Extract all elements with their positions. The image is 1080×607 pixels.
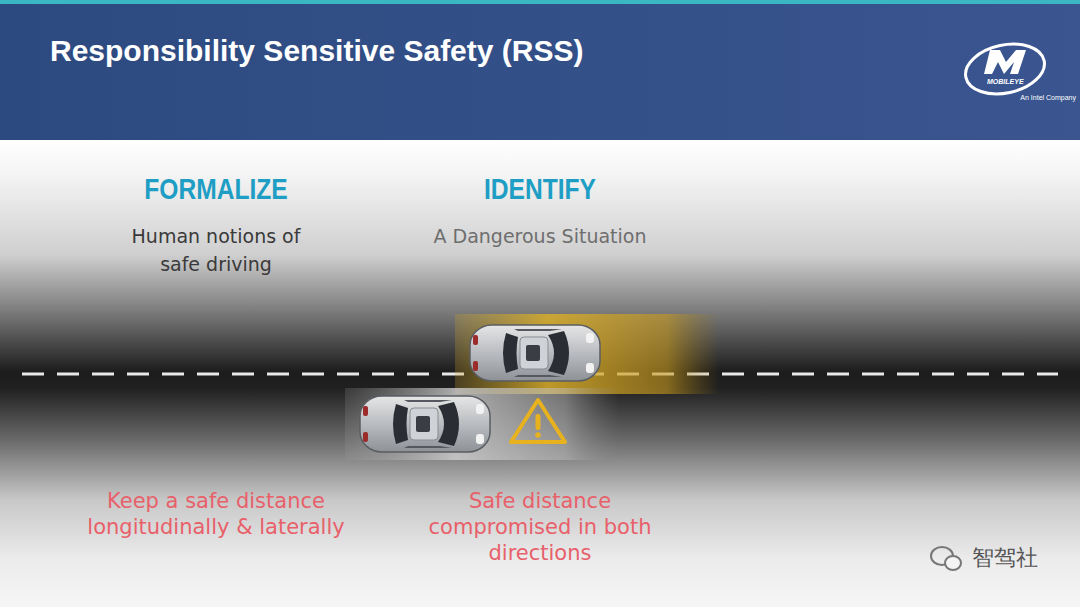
safe-zone-glow bbox=[345, 388, 620, 460]
rule-note: Safe distance compromised in both direct… bbox=[425, 488, 655, 566]
header-band bbox=[0, 0, 1080, 140]
section-heading: FORMALIZE bbox=[109, 172, 322, 206]
section-text: Human notions of safe driving bbox=[116, 222, 316, 278]
wechat-icon bbox=[931, 547, 961, 570]
car-top bbox=[470, 325, 600, 381]
car-bottom bbox=[360, 396, 490, 452]
warning-triangle bbox=[511, 400, 565, 442]
logo-wordmark: MOBILEYE bbox=[987, 78, 1024, 85]
section-heading: IDENTIFY bbox=[433, 172, 646, 206]
section-text: A Dangerous Situation bbox=[410, 222, 670, 250]
watermark: 智驾社 bbox=[960, 543, 1050, 573]
danger-zone-glow bbox=[455, 314, 720, 394]
logo-tagline: An Intel Company bbox=[1020, 94, 1076, 101]
rule-note: Keep a safe distance longitudinally & la… bbox=[76, 488, 356, 540]
mobileye-logo bbox=[961, 37, 1049, 101]
top-accent bbox=[0, 0, 1080, 4]
slide-title: Responsibility Sensitive Safety (RSS) bbox=[50, 34, 583, 68]
